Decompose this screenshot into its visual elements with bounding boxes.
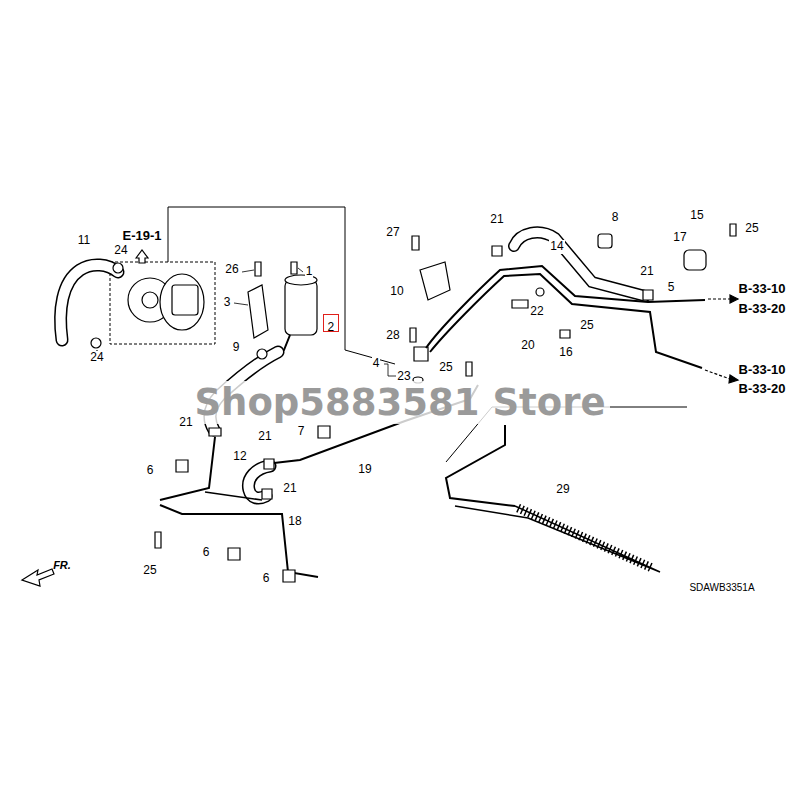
callout-number: 14 [549,240,564,253]
bolt [155,532,161,548]
callout-number: 29 [555,483,570,496]
clamp [209,428,221,436]
pump-pulley [142,292,158,308]
pipe [446,425,515,506]
pipe [426,266,705,348]
callout-number: 21 [282,482,297,495]
reference-code: B-33-10 [738,282,787,296]
callout-number: 24 [89,351,104,364]
callout-number: 7 [297,425,306,438]
group-frame [168,207,395,364]
pipe [205,492,262,500]
clip [560,330,570,338]
ref-line [705,370,730,379]
callout-number: 25 [579,319,594,332]
reference-code: E-19-1 [121,229,162,243]
callout-number: 17 [672,231,687,244]
callout-number: 12 [232,450,247,463]
reference-code: B-33-20 [738,382,787,396]
callout-number: 6 [146,464,155,477]
leader [234,303,248,305]
clip [283,570,295,582]
callout-number: 22 [529,305,544,318]
pump-outline [110,262,215,344]
callout-number: 6 [202,546,211,559]
hose [61,265,118,340]
callout-number: 20 [520,339,535,352]
pump-body [172,285,198,315]
reference-code: B-33-20 [738,302,787,316]
bolt [410,328,416,342]
bracket [420,262,450,300]
hose [514,232,645,296]
callout-number: 6 [262,572,271,585]
clip [318,426,330,438]
reference-code: B-33-10 [738,363,787,377]
fitting [414,347,428,361]
hose [514,232,645,296]
bolt [730,224,736,236]
callout-number: 25 [438,361,453,374]
pipe [160,505,318,577]
callout-number: 19 [357,463,372,476]
callout-number: 10 [389,285,404,298]
callout-number: 21 [178,416,193,429]
reservoir [285,280,317,335]
pipe [430,274,702,368]
front-marker: FR. [52,559,72,571]
callout-number: 5 [667,281,676,294]
bracket [248,285,268,338]
ref-arrow [136,250,148,263]
callout-number: 4 [372,357,381,370]
bolt [466,362,472,376]
leader [242,270,254,272]
callout-box: 2 [323,314,339,332]
callout-number: 8 [611,211,620,224]
callout-number: 21 [257,430,272,443]
clamp [257,349,267,359]
clip [598,234,612,248]
mount [684,250,706,270]
bolt [291,262,297,274]
hose [61,265,118,340]
callout-number: 25 [142,564,157,577]
callout-number: 1 [305,265,314,278]
bolt [255,262,261,276]
pipe [455,506,660,572]
callout-number: 9 [232,341,241,354]
callout-number: 26 [224,263,239,276]
bolt [412,236,419,250]
front-arrow [22,569,54,586]
clip [228,548,240,560]
callout-number: 16 [558,346,573,359]
ref-line [708,298,730,299]
clamp [264,459,274,469]
callout-number: 18 [287,515,302,528]
callout-number: 21 [489,213,504,226]
clamp [262,489,272,499]
clamp [113,263,123,273]
callout-number: 21 [639,265,654,278]
leader [298,268,303,272]
fitting [536,288,544,296]
pipe [160,437,215,500]
clamp [643,290,653,300]
pump-body [160,274,204,330]
callout-number: 24 [113,244,128,257]
clamp [492,246,502,256]
clip [176,460,188,472]
callout-number: 27 [385,226,400,239]
callout-number: 11 [77,234,91,247]
callout-number: 2 [328,321,335,334]
sensor [512,300,528,308]
callout-number: 3 [223,296,232,309]
diagram-code: SDAWB3351A [688,582,755,593]
clamp [91,338,101,348]
callout-number: 15 [689,209,704,222]
cooler-coil [518,508,652,568]
callout-number: 28 [385,329,400,342]
callout-number: 25 [744,222,759,235]
watermark: Shop5883581 Store [190,381,609,424]
